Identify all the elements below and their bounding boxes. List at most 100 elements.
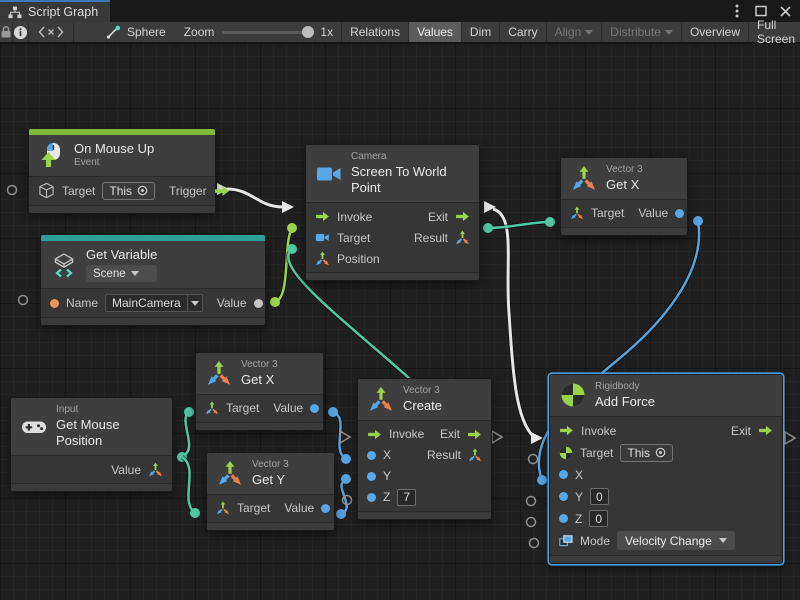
flow-arrow-icon[interactable] <box>367 429 382 440</box>
mode-dropdown[interactable]: Velocity Change <box>617 531 735 550</box>
overview-button[interactable]: Overview <box>681 22 748 42</box>
graph-canvas[interactable]: On Mouse Up Event Target This <box>0 43 800 600</box>
port-value-output[interactable] <box>254 299 263 308</box>
port-value-output[interactable] <box>310 404 319 413</box>
carry-button[interactable]: Carry <box>499 22 545 42</box>
vector3-icon[interactable] <box>205 401 219 415</box>
vector3-big-icon <box>206 360 232 386</box>
port-addforce-exit[interactable] <box>785 432 795 444</box>
node-get-x-top[interactable]: Vector 3 Get X Target Value <box>560 157 688 236</box>
menu-kebab-icon[interactable] <box>728 2 746 20</box>
node-header: Vector 3 Get X <box>561 158 687 199</box>
fullscreen-button[interactable]: Full Screen <box>748 22 800 42</box>
camera-small-icon[interactable] <box>315 232 330 243</box>
inspect-button[interactable] <box>13 22 29 42</box>
lock-icon <box>0 25 12 39</box>
node-title: Get Y <box>252 472 289 488</box>
flow-arrow-icon[interactable] <box>214 185 230 197</box>
wire-mouse-to-gety[interactable] <box>182 457 200 518</box>
port-onmouseup-target[interactable] <box>8 186 17 195</box>
dropdown-arrow <box>187 295 202 311</box>
port-getvariable-name[interactable] <box>19 296 28 305</box>
node-vector3-create[interactable]: Vector 3 Create Invoke Exit X Result <box>357 378 492 520</box>
vector3-big-icon <box>217 460 243 486</box>
variable-scope-dropdown[interactable]: Scene <box>86 265 157 282</box>
invoke-label: Invoke <box>581 424 616 438</box>
chevron-down-icon <box>131 271 139 276</box>
target-this-chip[interactable]: This <box>102 182 155 200</box>
toolbar-toggles: Relations Values Dim Carry Align Distrib… <box>341 22 800 42</box>
zoom-slider[interactable] <box>222 31 312 34</box>
node-header: On Mouse Up Event <box>29 135 215 176</box>
z-value-field[interactable]: 7 <box>397 489 416 506</box>
graph-icon <box>8 6 22 19</box>
vector3-icon[interactable] <box>216 501 230 515</box>
port-y-input[interactable] <box>367 472 376 481</box>
chevron-down-icon <box>585 30 593 35</box>
relations-button[interactable]: Relations <box>341 22 408 42</box>
vector3-icon[interactable] <box>468 448 482 462</box>
lock-button[interactable] <box>0 22 13 42</box>
port-x-input[interactable] <box>367 451 376 460</box>
flow-arrow-icon[interactable] <box>315 211 330 222</box>
node-on-mouse-up[interactable]: On Mouse Up Event Target This <box>28 128 216 214</box>
breadcrumb-label: Sphere <box>127 25 166 39</box>
values-button[interactable]: Values <box>408 22 461 42</box>
flow-arrow-icon[interactable] <box>559 425 574 436</box>
port-value-output[interactable] <box>321 504 330 513</box>
variable-name-dropdown[interactable]: MainCamera <box>105 294 203 312</box>
tab-script-graph[interactable]: Script Graph <box>0 0 110 22</box>
node-screen-to-world-point[interactable]: Camera Screen To World Point Invoke Exit… <box>305 144 480 281</box>
port-z-input[interactable] <box>367 493 376 502</box>
vector3-icon[interactable] <box>570 206 584 220</box>
rigidbody-small-icon[interactable] <box>559 446 573 460</box>
flow-arrow-icon[interactable] <box>467 429 482 440</box>
vector3-icon[interactable] <box>148 462 163 477</box>
z-value-field[interactable]: 0 <box>589 510 608 527</box>
vector3-icon[interactable] <box>455 230 470 245</box>
flow-arrow-icon[interactable] <box>455 211 470 222</box>
target-this-chip[interactable]: This <box>620 444 673 462</box>
y-value-field[interactable]: 0 <box>590 488 609 505</box>
align-dropdown[interactable]: Align <box>546 22 602 42</box>
node-header: Rigidbody Add Force <box>550 375 782 416</box>
node-get-mouse-position[interactable]: Input Get Mouse Position Value <box>10 397 173 492</box>
position-label: Position <box>337 252 380 266</box>
wire-mouse-to-getx[interactable] <box>177 407 194 462</box>
port-y-input[interactable] <box>559 492 568 501</box>
port-create-exit[interactable] <box>492 431 502 443</box>
port-name-input[interactable] <box>50 299 59 308</box>
port-z-input[interactable] <box>559 514 568 523</box>
node-get-x-mid[interactable]: Vector 3 Get X Target Value <box>195 352 324 431</box>
vector3-icon[interactable] <box>315 251 330 266</box>
port-addforce-y[interactable] <box>527 497 536 506</box>
port-addforce-target[interactable] <box>529 455 538 464</box>
flow-arrow-icon[interactable] <box>758 425 773 436</box>
node-get-y[interactable]: Vector 3 Get Y Target Value <box>206 452 335 531</box>
node-title: Create <box>403 398 442 414</box>
value-label: Value <box>217 296 247 310</box>
code-icon <box>38 26 64 38</box>
mode-enum-icon[interactable] <box>559 535 573 547</box>
port-addforce-z[interactable] <box>527 518 536 527</box>
port-x-input[interactable] <box>559 470 568 479</box>
zoom-slider-handle[interactable] <box>302 26 314 38</box>
node-get-variable[interactable]: Get Variable Scene Name MainCamera <box>40 234 266 326</box>
breadcrumb[interactable]: Sphere <box>96 22 176 42</box>
z-label: Z <box>383 490 390 504</box>
node-add-force[interactable]: Rigidbody Add Force Invoke Exit Target <box>549 374 783 564</box>
node-category: Rigidbody <box>595 381 655 394</box>
node-category: Vector 3 <box>403 385 442 398</box>
wire-exit-to-addforce[interactable] <box>484 201 543 444</box>
trigger-label: Trigger <box>169 184 207 198</box>
exit-label: Exit <box>731 424 751 438</box>
distribute-dropdown[interactable]: Distribute <box>601 22 681 42</box>
dim-button[interactable]: Dim <box>461 22 499 42</box>
node-category: Vector 3 <box>252 459 289 472</box>
port-value-output[interactable] <box>675 209 684 218</box>
node-header: Camera Screen To World Point <box>306 145 479 202</box>
convert-to-code-button[interactable] <box>29 22 74 42</box>
chevron-down-icon <box>665 30 673 35</box>
port-addforce-mode[interactable] <box>530 539 539 548</box>
wire-camera-result-to-getx[interactable] <box>483 217 555 233</box>
